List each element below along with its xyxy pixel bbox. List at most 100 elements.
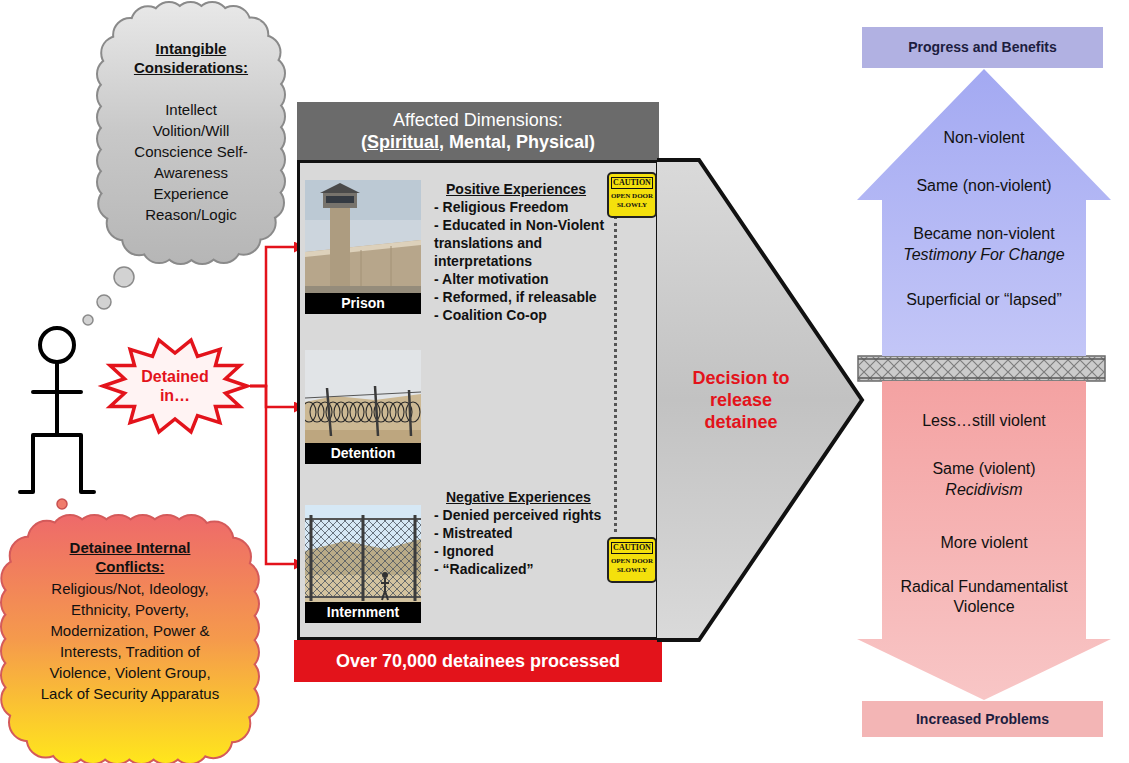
photo-box: Internment — [305, 505, 421, 623]
cloud-heading: Detainee Internal Conflicts: — [50, 538, 210, 576]
cloud-body: Intellect Volition/Will Conscience Self-… — [131, 99, 251, 225]
fence-bar — [858, 356, 1105, 381]
list-item: - Coalition Co-op — [434, 306, 606, 324]
graphic-part — [305, 392, 421, 398]
fence-rail — [858, 359, 1105, 378]
thought-bubble — [114, 267, 134, 287]
experience-list: Positive Experiences- Religious Freedom-… — [434, 180, 606, 324]
band-text: Progress and Benefits — [868, 39, 1097, 56]
graphic-part — [381, 578, 389, 600]
cloud-body — [114, 19, 268, 247]
text-part: Spiritual — [367, 132, 439, 152]
graphic-part — [305, 350, 421, 464]
figure-body — [20, 362, 94, 492]
outcome-text: Less…still violent — [889, 411, 1079, 431]
stick-figure — [20, 328, 94, 492]
graphic-part — [305, 180, 421, 314]
outcome-text: Became non-violent — [889, 224, 1079, 244]
text-part: (Spiritual, Mental, Physical) — [325, 131, 631, 153]
caution-sign: CAUTION OPEN DOOR SLOWLY — [607, 537, 657, 583]
down-arrow: Less…still violentSame (violent)Recidivi… — [856, 381, 1112, 701]
photo-label: Prison — [307, 295, 419, 312]
outcome-band: Increased Problems — [862, 701, 1103, 737]
graphic-part — [390, 402, 404, 422]
caution-sign: CAUTION OPEN DOOR SLOWLY — [607, 172, 657, 218]
sign-heading: CAUTION — [611, 542, 653, 554]
panel-footer: Over 70,000 detainees processed — [300, 650, 656, 672]
graphic-part — [305, 286, 421, 314]
list-heading: Negative Experiences — [434, 488, 606, 506]
graphic-part — [358, 402, 372, 422]
arrow-fill — [857, 69, 1111, 356]
text-part: ( — [361, 132, 367, 152]
outcome-text: Non-violent — [889, 128, 1079, 148]
graphic-part — [323, 193, 357, 208]
thought-bubble — [57, 499, 67, 509]
sign-text: OPEN DOOR SLOWLY — [609, 557, 655, 574]
graphic-part — [305, 505, 421, 623]
outcome-text: Same (violent) — [889, 459, 1079, 479]
cloud-body — [20, 534, 240, 745]
photo-label: Detention — [307, 445, 419, 462]
cloud-layer — [2, 516, 258, 763]
list-item: - Educated in Non-Violent translations a… — [434, 216, 606, 270]
graphic-part — [334, 402, 348, 422]
outcome-note: Recidivism — [889, 480, 1079, 500]
list-item: - “Radicalized” — [434, 560, 606, 578]
text-part: Affected Dimensions: — [393, 110, 563, 130]
thought-bubble — [83, 315, 93, 325]
graphic-part — [326, 196, 354, 203]
graphic-part — [350, 402, 364, 422]
band-text: Increased Problems — [868, 711, 1097, 728]
outcome-text: Superficial or “lapsed” — [889, 290, 1079, 310]
graphic-part — [305, 180, 421, 220]
list-heading: Positive Experiences — [434, 180, 606, 198]
outcome-text: Radical Fundamentalist Violence — [889, 577, 1079, 617]
conflict-cloud: Detainee Internal Conflicts:Religious/No… — [2, 516, 258, 763]
photo-label: Internment — [307, 604, 419, 621]
cloud-body: Religious/Not, Ideology, Ethnicity, Pove… — [35, 578, 225, 704]
decision-arrow: Decision to release detainee — [657, 158, 865, 642]
sign-text: OPEN DOOR SLOWLY — [609, 192, 655, 209]
experience-list: Negative Experiences- Denied perceived r… — [434, 488, 606, 578]
graphic-part — [310, 402, 324, 422]
list-item: - Alter motivation — [434, 270, 606, 288]
thought-cloud: Intangible Considerations: Intellect Voli… — [98, 3, 284, 263]
starburst-shape — [100, 336, 250, 436]
outcome-text: More violent — [889, 533, 1079, 553]
starburst: Detained in… — [100, 336, 250, 436]
cloud-body — [114, 19, 268, 247]
starburst-text: Detained in… — [132, 367, 218, 405]
thought-bubble — [97, 295, 111, 309]
dotted-divider — [614, 216, 617, 532]
list-item: - Ignored — [434, 542, 606, 560]
graphic-part — [320, 183, 360, 193]
cloud-heading: Intangible Considerations: — [116, 39, 266, 77]
outcome-text: Same (non-violent) — [889, 176, 1079, 196]
list-item: - Reformed, if releasable — [434, 288, 606, 306]
outcome-band: Progress and Benefits — [862, 27, 1103, 68]
graphic-part — [327, 386, 411, 436]
cloud-layer — [98, 3, 284, 263]
graphic-part — [382, 402, 396, 422]
figure-head — [40, 328, 74, 362]
graphic-part — [311, 515, 415, 601]
arrow-shape — [856, 68, 1112, 356]
graphic-part — [330, 206, 350, 296]
sign-heading: CAUTION — [611, 177, 653, 189]
graphic-part — [305, 430, 421, 464]
up-arrow: Non-violentSame (non-violent) Became non-… — [856, 68, 1112, 356]
cloud-body — [20, 534, 240, 745]
starburst-outline — [103, 340, 247, 432]
photo-box: Prison — [305, 180, 421, 314]
list-item: - Religious Freedom — [434, 198, 606, 216]
list-item: - Denied perceived rights — [434, 506, 606, 524]
graphic-part — [342, 402, 356, 422]
graphic-part — [305, 394, 421, 464]
graphic-part — [305, 240, 421, 314]
photo-box: Detention — [305, 350, 421, 464]
decision-text: Decision to release detainee — [671, 367, 811, 433]
outcome-note: Testimony For Change — [889, 245, 1079, 265]
list-item: - Mistreated — [434, 524, 606, 542]
